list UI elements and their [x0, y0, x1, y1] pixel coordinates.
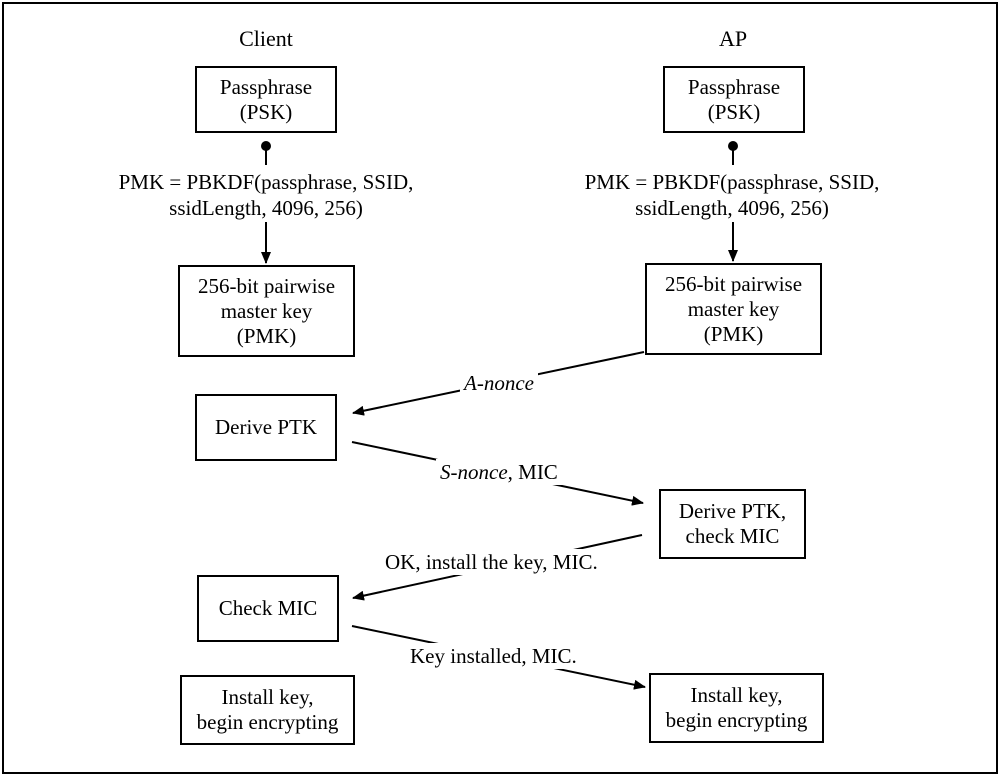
ap-install-line1: Install key, — [690, 683, 783, 707]
ap-passphrase-line2: (PSK) — [707, 99, 761, 124]
ap-passphrase-box: Passphrase (PSK) — [663, 66, 805, 133]
client-install-line2: begin encrypting — [196, 710, 339, 734]
ap-formula-line1: PMK = PBKDF(passphrase, SSID, — [584, 170, 880, 194]
ap-pmk-formula: PMK = PBKDF(passphrase, SSID, ssidLength… — [567, 169, 897, 221]
client-install-line1: Install key, — [221, 685, 314, 709]
client-pmk-line1: 256-bit pairwise — [197, 273, 336, 298]
s-nonce-label: S-nonce, MIC — [436, 459, 562, 485]
ap-pmk-line1: 256-bit pairwise — [664, 271, 803, 296]
client-pmk-line3: (PMK) — [236, 323, 297, 348]
key-installed-label: Key installed, MIC. — [406, 643, 581, 669]
key-installed-text: Key installed, MIC. — [410, 644, 577, 668]
s-nonce-text: S-nonce — [440, 460, 508, 484]
ap-pmk-box: 256-bit pairwise master key (PMK) — [645, 263, 822, 355]
ap-pmk-line3: (PMK) — [703, 321, 764, 346]
client-derive-ptk-box: Derive PTK — [195, 394, 337, 461]
ok-install-text: OK, install the key, MIC. — [385, 550, 598, 574]
client-heading: Client — [239, 26, 293, 51]
ap-derive-ptk-line1: Derive PTK, — [678, 499, 787, 523]
ap-heading: AP — [718, 26, 748, 51]
ap-formula-line2: ssidLength, 4096, 256) — [635, 196, 829, 220]
a-nonce-label: A-nonce — [460, 370, 538, 396]
client-formula-line2: ssidLength, 4096, 256) — [169, 196, 363, 220]
ap-pmk-line2: master key — [687, 296, 780, 321]
s-nonce-mic-text: , MIC — [507, 460, 558, 484]
client-pmk-formula: PMK = PBKDF(passphrase, SSID, ssidLength… — [101, 169, 431, 221]
client-pmk-line2: master key — [220, 298, 313, 323]
a-nonce-text: A-nonce — [464, 371, 534, 395]
ap-install-line2: begin encrypting — [665, 708, 808, 732]
ap-install-box: Install key, begin encrypting — [649, 673, 824, 743]
client-check-mic-box: Check MIC — [197, 575, 339, 642]
ap-derive-ptk-box: Derive PTK, check MIC — [659, 489, 806, 559]
client-check-mic-label: Check MIC — [218, 596, 318, 620]
client-install-box: Install key, begin encrypting — [180, 675, 355, 745]
ap-passphrase-line1: Passphrase — [687, 74, 781, 99]
client-passphrase-line2: (PSK) — [239, 99, 293, 124]
client-pmk-box: 256-bit pairwise master key (PMK) — [178, 265, 355, 357]
ap-derive-ptk-line2: check MIC — [685, 524, 780, 548]
client-passphrase-line1: Passphrase — [219, 74, 313, 99]
client-passphrase-box: Passphrase (PSK) — [195, 66, 337, 133]
ok-install-label: OK, install the key, MIC. — [381, 549, 602, 575]
client-formula-line1: PMK = PBKDF(passphrase, SSID, — [118, 170, 414, 194]
client-derive-ptk-label: Derive PTK — [214, 415, 318, 439]
